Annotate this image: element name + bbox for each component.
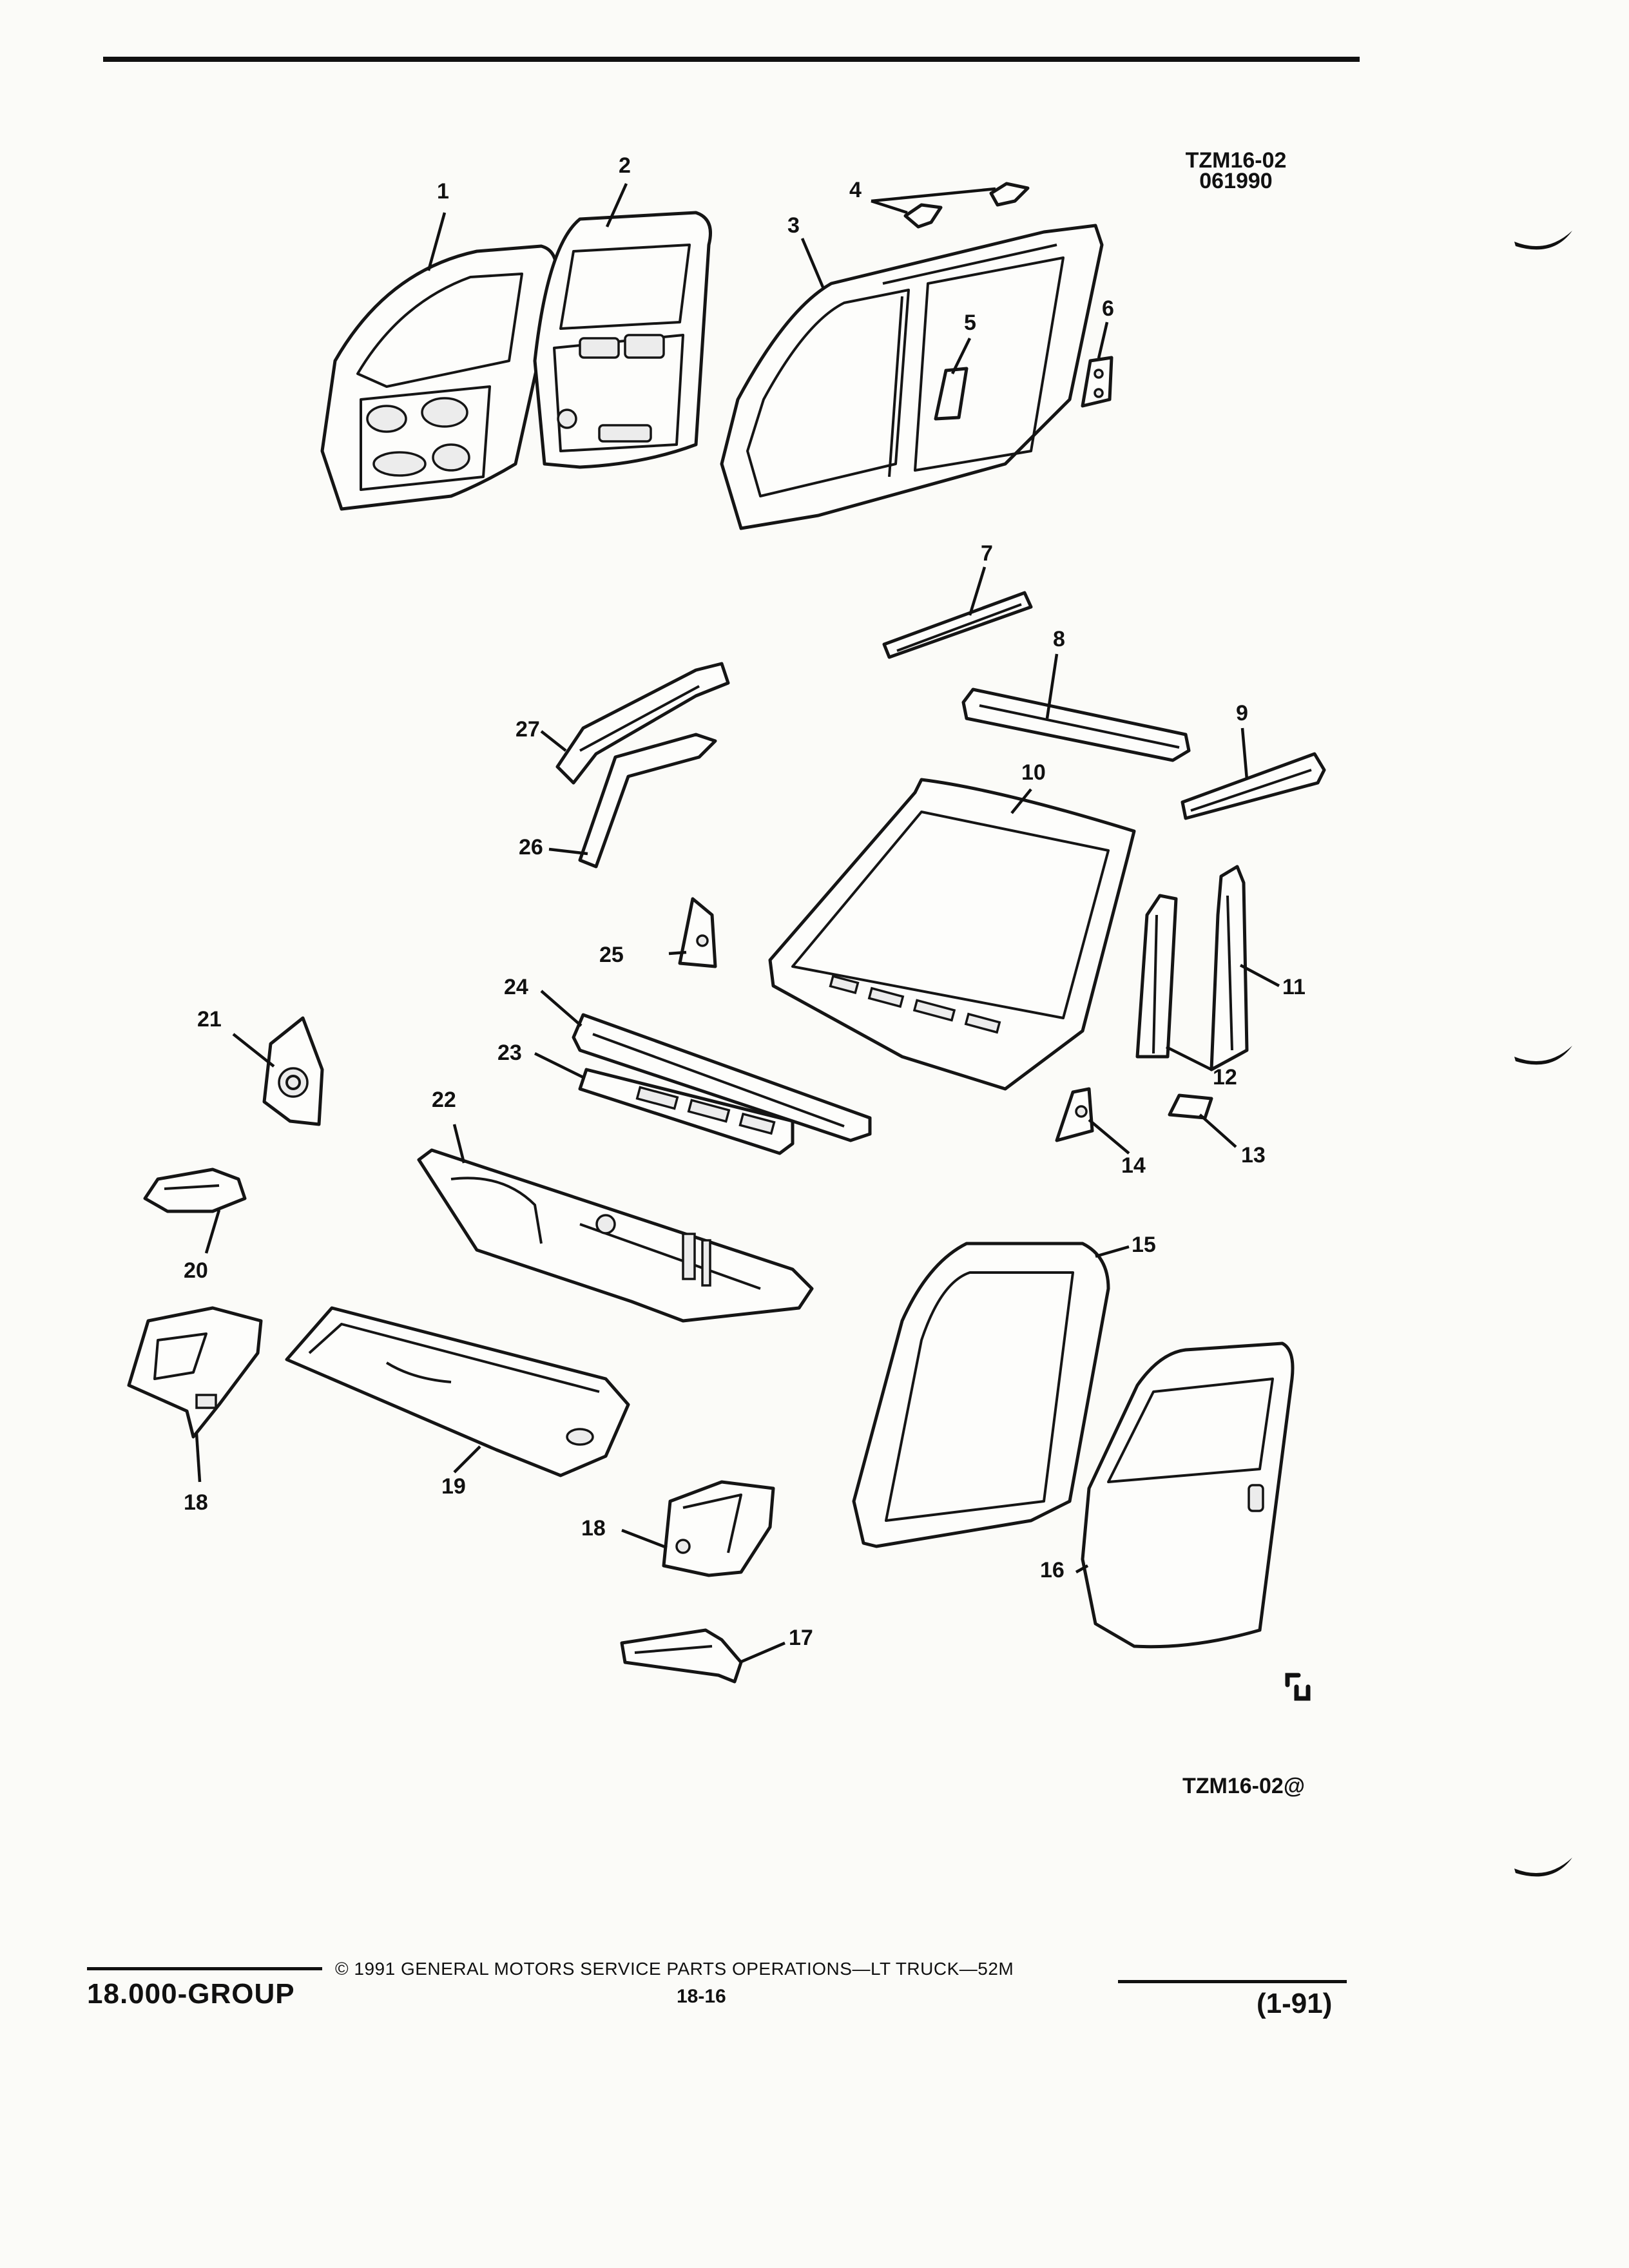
callout-25: 25: [599, 943, 624, 967]
part-18-bracket-left: [127, 1306, 263, 1439]
part-25-gusset: [678, 897, 717, 968]
callout-24: 24: [504, 975, 528, 999]
diagram-code-bottom: TZM16-02@: [1182, 1774, 1305, 1798]
part-27-pillar: [555, 662, 730, 785]
part-23-plenum: [578, 1068, 795, 1155]
callout-26: 26: [519, 835, 543, 860]
footer-rule-left: [87, 1967, 322, 1970]
part-19-cowl-panel: [285, 1306, 630, 1477]
part-13-bracket: [1168, 1093, 1213, 1120]
part-8-roof-header: [961, 687, 1191, 762]
callout-7: 7: [981, 541, 993, 566]
part-24-cowl-top: [572, 1013, 872, 1142]
footer-page-number: 18-16: [677, 1986, 726, 2007]
callout-18-left: 18: [184, 1490, 208, 1515]
part-4-clips: [903, 182, 1030, 229]
part-10-windshield-frame: [768, 778, 1136, 1091]
part-6-bracket: [1081, 356, 1113, 408]
part-22-dash-panel: [417, 1148, 814, 1323]
callout-22: 22: [432, 1088, 456, 1112]
callout-11: 11: [1282, 975, 1306, 999]
top-rule: [103, 57, 1360, 62]
footer-revision: (1-91): [1257, 1988, 1333, 2019]
part-21-speaker-plate: [262, 1016, 324, 1126]
part-16-front-door: [1081, 1341, 1295, 1649]
part-20-bracket: [143, 1168, 247, 1213]
part-11-a-pillar-outer: [1210, 865, 1249, 1072]
footer-rule-right: [1118, 1980, 1347, 1983]
callout-10: 10: [1021, 760, 1046, 785]
diagram-code-top: TZM16-02: [1185, 148, 1287, 173]
callout-14: 14: [1121, 1153, 1146, 1178]
part-14-gusset: [1055, 1087, 1094, 1142]
callout-3: 3: [787, 213, 800, 238]
diagram-date: 061990: [1199, 169, 1273, 193]
callout-5: 5: [964, 311, 976, 335]
callout-20: 20: [184, 1258, 208, 1283]
part-3-body-side-frame: [720, 224, 1104, 530]
callout-1: 1: [437, 179, 449, 204]
part-7-roof-rail: [882, 591, 1033, 659]
part-2-door-inner-panel: [533, 211, 712, 469]
part-26-pillar-trim: [578, 733, 717, 869]
callout-17: 17: [789, 1626, 813, 1650]
callout-19: 19: [441, 1474, 466, 1499]
callout-13: 13: [1241, 1143, 1266, 1168]
callout-8: 8: [1053, 627, 1065, 651]
callout-9: 9: [1236, 701, 1248, 726]
part-9-rear-bow: [1181, 752, 1326, 820]
footer-copyright: © 1991 GENERAL MOTORS SERVICE PARTS OPER…: [335, 1959, 1014, 1979]
callout-6: 6: [1102, 296, 1114, 321]
gm-logo-icon: [1285, 1673, 1311, 1701]
part-17-bracket: [620, 1628, 743, 1684]
callout-18-right: 18: [581, 1516, 606, 1541]
callout-12: 12: [1213, 1065, 1237, 1090]
callout-23: 23: [497, 1041, 522, 1065]
part-5-pillar-patch: [934, 367, 969, 421]
binder-marks: [1514, 231, 1572, 1877]
leader-lines: [195, 183, 1280, 1664]
callout-16: 16: [1040, 1558, 1065, 1582]
footer-group: 18.000-GROUP: [87, 1978, 295, 2010]
callout-15: 15: [1132, 1233, 1156, 1257]
part-1-rear-door-inner: [320, 244, 559, 511]
part-12-a-pillar-inner: [1135, 894, 1178, 1059]
callout-2: 2: [619, 153, 631, 178]
callout-21: 21: [197, 1007, 222, 1032]
part-18-bracket-right: [662, 1480, 775, 1577]
part-15-front-door-frame: [852, 1242, 1110, 1548]
callout-27: 27: [516, 717, 540, 742]
callout-4: 4: [849, 178, 862, 202]
